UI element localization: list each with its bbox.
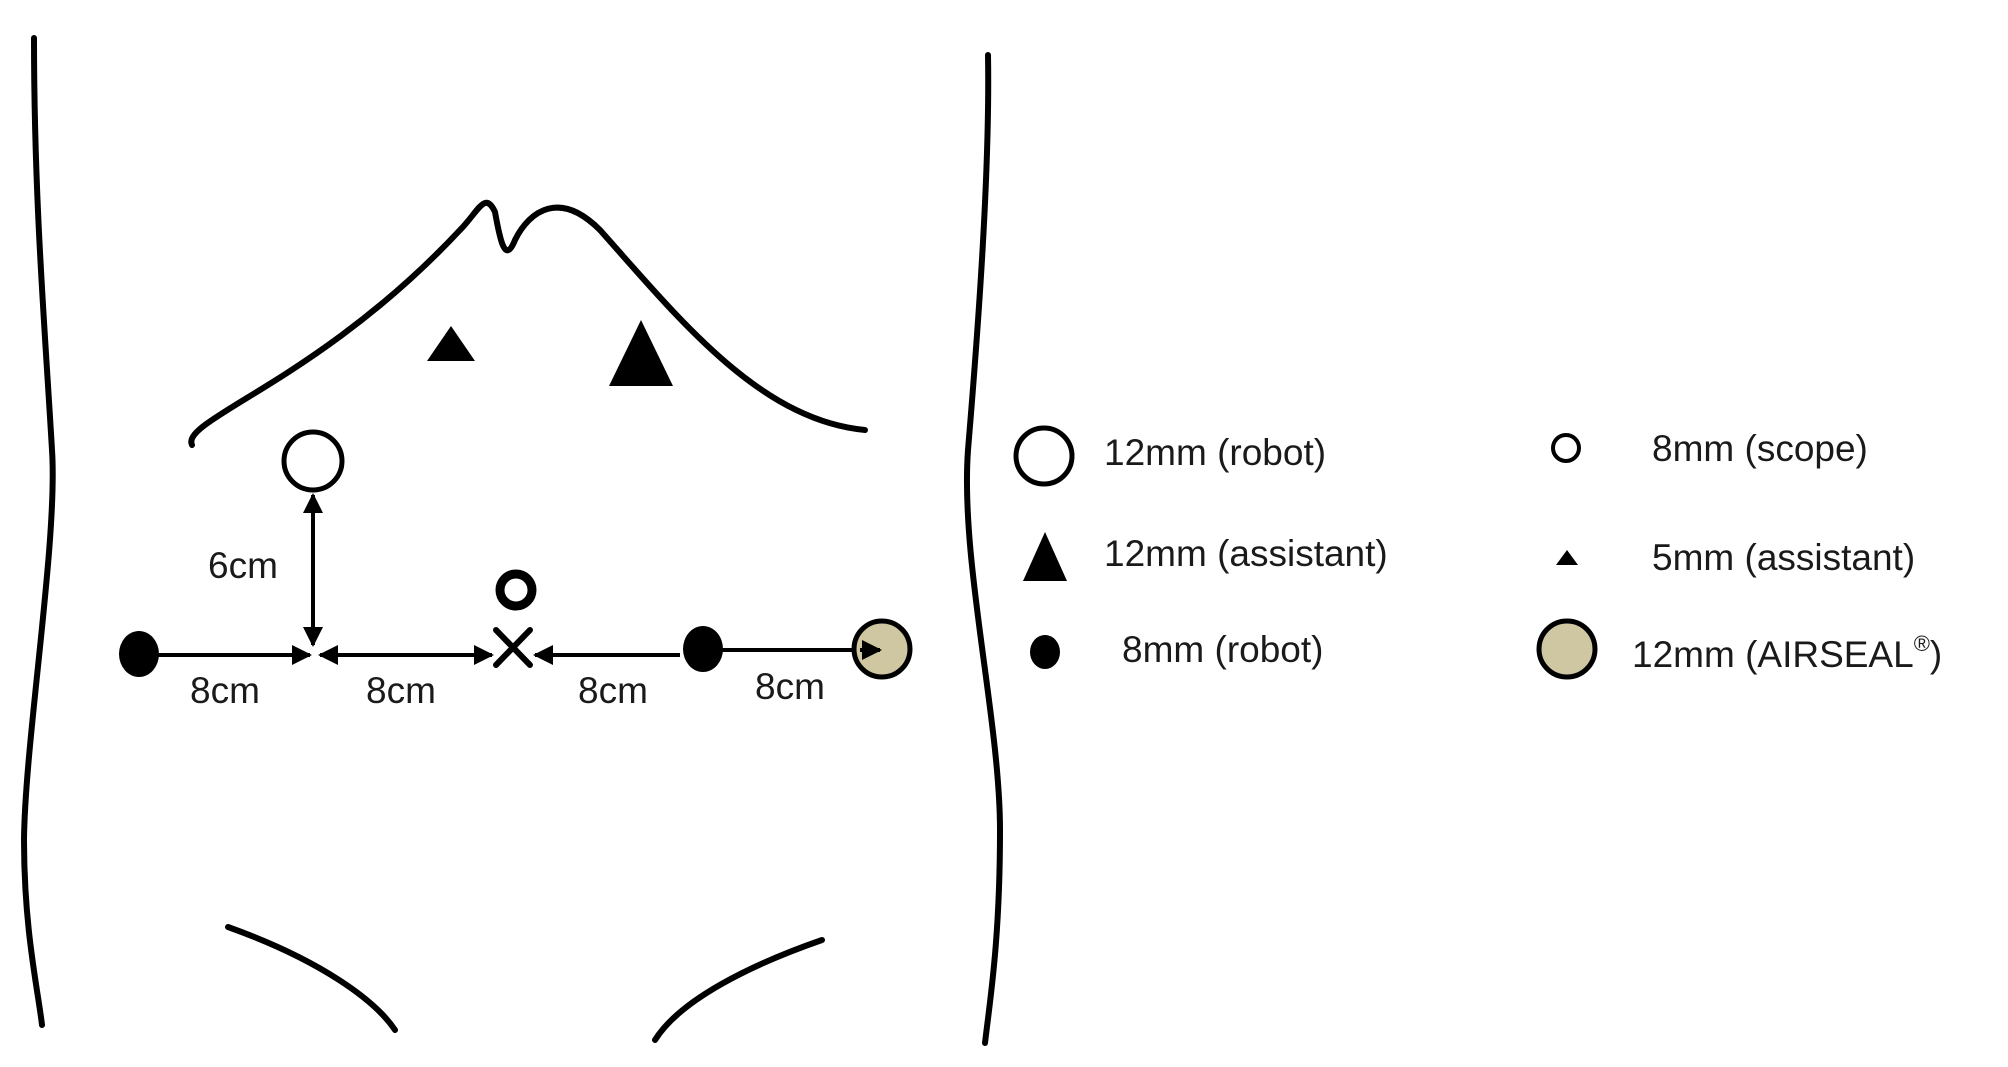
label-seg1: 8cm [190, 670, 260, 711]
legend-airseal-main-text: 12mm (AIRSEAL [1632, 634, 1914, 675]
costal-margin-line [188, 199, 868, 448]
left-flank-line [20, 35, 56, 1028]
label-seg2: 8cm [366, 670, 436, 711]
legend-label-robot8: 8mm (robot) [1122, 629, 1323, 670]
right-groin-line [652, 937, 825, 1043]
airseal-port-12mm-icon [851, 618, 913, 680]
legend-airseal-suffix: ) [1930, 634, 1942, 675]
legend-label-airseal12: 12mm (AIRSEAL®) [1632, 631, 1942, 675]
legend-label-assistant5: 5mm (assistant) [1652, 537, 1915, 578]
legend-label-robot12: 12mm (robot) [1104, 432, 1326, 473]
right-flank-line [963, 52, 1004, 1046]
legend-triangle-large-icon [1023, 532, 1067, 581]
robot-port-12mm-icon [281, 429, 345, 493]
umbilicus-x-icon [493, 627, 533, 668]
legend-filled-circle-icon [1030, 635, 1060, 669]
assistant-port-12mm-icon [609, 320, 673, 386]
label-seg3: 8cm [578, 670, 648, 711]
legend-open-circle-large-icon [1013, 425, 1075, 487]
body-outline [20, 35, 1004, 1046]
label-seg4: 8cm [755, 666, 825, 707]
legend-airseal-circle-icon [1536, 618, 1598, 680]
robot-port-8mm-left-icon [119, 631, 159, 677]
assistant-port-5mm-icon [427, 326, 475, 361]
legend: 12mm (robot) 8mm (scope) 12mm (assistant… [1013, 425, 1942, 680]
scope-port-8mm-icon [495, 569, 537, 611]
legend-triangle-small-icon [1556, 550, 1578, 565]
legend-open-circle-small-icon [1551, 433, 1581, 463]
legend-label-assistant12: 12mm (assistant) [1104, 533, 1388, 574]
legend-airseal-superscript: ® [1914, 631, 1930, 656]
left-groin-line [225, 924, 398, 1033]
label-vertical-6cm: 6cm [208, 545, 278, 586]
robot-port-8mm-right-icon [683, 626, 723, 672]
distance-arrows [152, 493, 882, 665]
legend-label-scope8: 8mm (scope) [1652, 428, 1868, 469]
